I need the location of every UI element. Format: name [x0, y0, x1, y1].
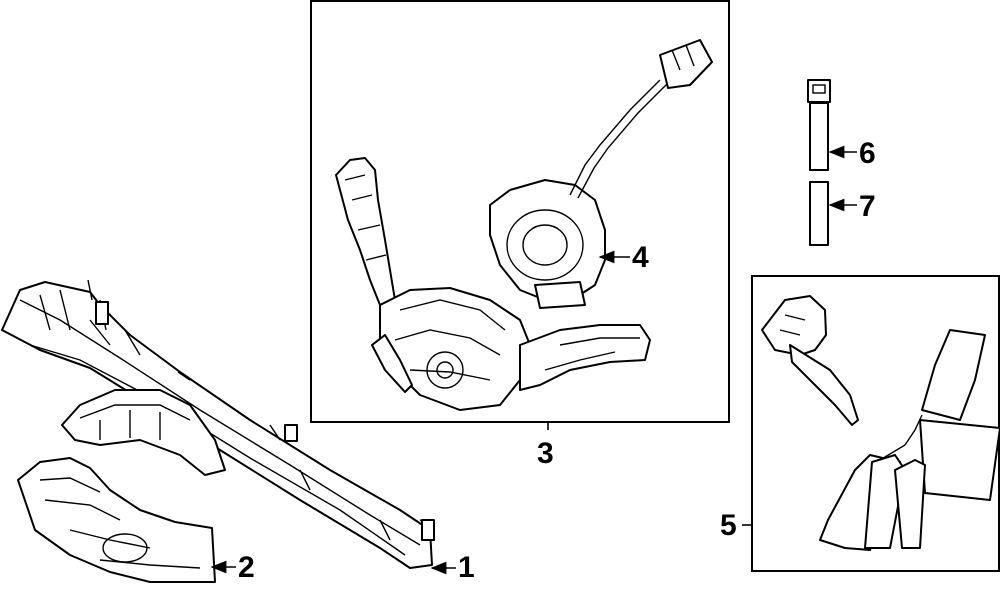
combination-switch-assembly[interactable] — [335, 157, 651, 411]
callout-4: 4 — [632, 241, 649, 274]
key-blank[interactable] — [807, 79, 831, 171]
callout-6: 6 — [859, 137, 876, 170]
key-tag[interactable] — [809, 181, 829, 246]
callout-2: 2 — [238, 551, 255, 584]
callout-5: 5 — [720, 509, 737, 542]
frame-box-3 — [310, 0, 730, 423]
clock-spring[interactable] — [489, 39, 713, 309]
callout-1: 1 — [458, 551, 475, 584]
callout-7: 7 — [859, 190, 876, 223]
ignition-lock-and-keys[interactable] — [761, 295, 1000, 551]
column-cover-shrouds[interactable] — [17, 389, 226, 583]
callout-3: 3 — [537, 437, 554, 470]
frame-box-5 — [751, 275, 1000, 572]
